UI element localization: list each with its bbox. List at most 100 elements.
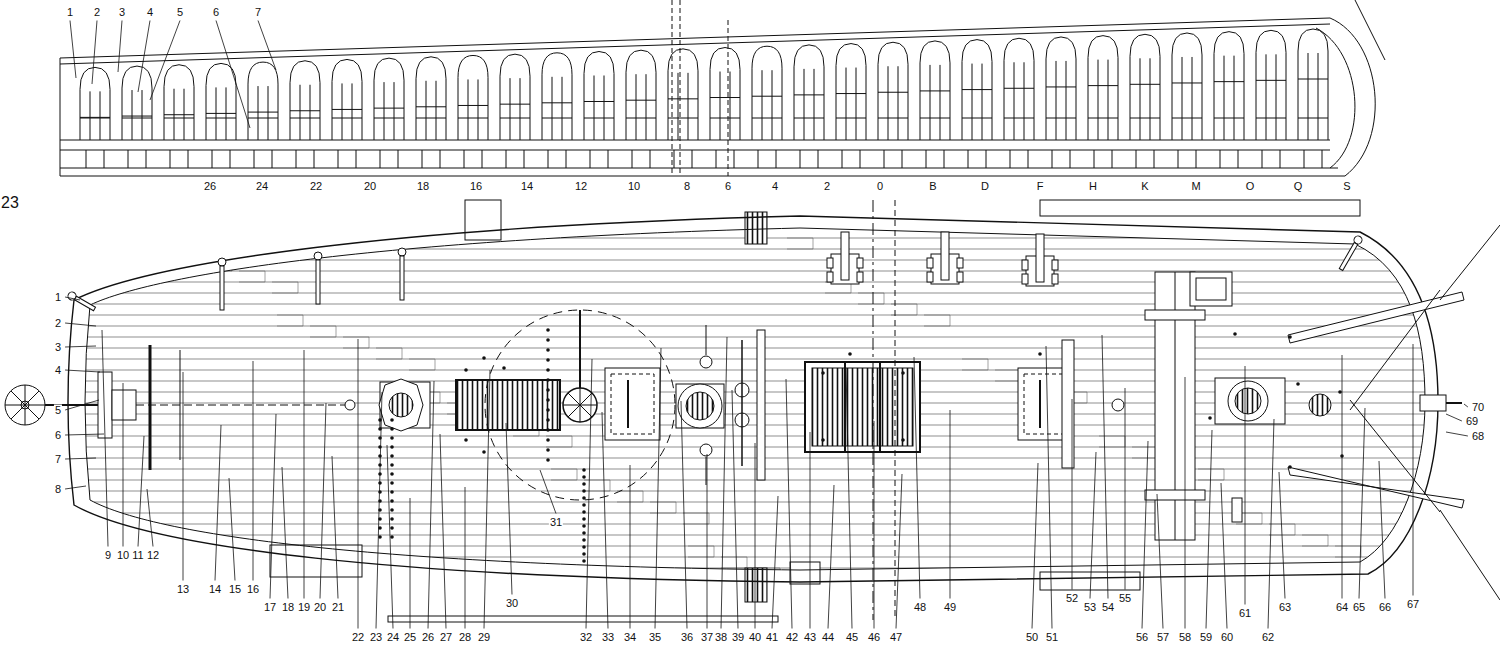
elevation-view-part xyxy=(80,29,1328,168)
bolt-dot xyxy=(390,517,394,521)
frame-timber-part xyxy=(926,65,944,168)
bolt-dot xyxy=(1288,465,1292,469)
deck-plan-part-part xyxy=(1339,242,1357,270)
bolt-dot xyxy=(582,552,586,556)
bolt-dot xyxy=(901,371,905,375)
frame-timber-part xyxy=(248,62,278,140)
leader-line xyxy=(138,436,144,547)
deck-plank xyxy=(60,260,1440,261)
deck-plan-part xyxy=(1288,467,1464,508)
elevation-view-part xyxy=(1355,0,1385,60)
callout-number: 25 xyxy=(403,632,417,643)
deck-plan-part-part xyxy=(957,258,963,268)
deck-plank xyxy=(60,348,1440,349)
deck-plan-part xyxy=(388,616,778,622)
leader-line xyxy=(1102,335,1108,599)
leader-line xyxy=(440,434,446,629)
leader-line xyxy=(216,21,250,129)
plank-butt xyxy=(277,315,303,326)
bolt-dot xyxy=(390,454,394,458)
frame-timber-part xyxy=(878,42,908,140)
plank-butt xyxy=(239,271,265,282)
callout-number: 40 xyxy=(748,632,762,643)
bolt-dot xyxy=(546,428,550,432)
leader-line xyxy=(1206,430,1212,629)
frame-timber-part xyxy=(836,44,866,140)
callout-number: 65 xyxy=(1352,602,1366,613)
frame-timber-part xyxy=(1052,61,1070,168)
deck-plan-part xyxy=(218,258,226,310)
callout-number: 7 xyxy=(254,7,262,18)
leader-line xyxy=(102,330,108,547)
frame-timber xyxy=(1088,36,1118,168)
frame-number: O xyxy=(1245,181,1256,192)
callout-number: 59 xyxy=(1199,632,1213,643)
leader-line xyxy=(1446,414,1462,421)
frame-timber-part xyxy=(794,45,824,140)
leader-line xyxy=(147,489,153,547)
deck-plan-part xyxy=(1309,394,1331,416)
leader-line xyxy=(65,346,96,347)
deck-plank xyxy=(60,425,1440,426)
leader-line xyxy=(65,297,80,300)
frame-timber-part xyxy=(710,98,740,118)
callout-number: 60 xyxy=(1220,632,1234,643)
frame-timber-part xyxy=(206,113,236,118)
frame-timber-part xyxy=(710,48,740,140)
leader-line xyxy=(253,361,254,581)
frame-timber-part xyxy=(1046,37,1076,140)
deck-plan-part xyxy=(389,393,413,417)
frame-timber-part xyxy=(374,58,404,140)
callout-number: 12 xyxy=(146,550,160,561)
deck-plan-part xyxy=(605,368,660,440)
leader-line xyxy=(540,470,556,514)
deck-plan-part xyxy=(686,392,714,420)
frame-timber-part xyxy=(296,85,314,168)
leader-line xyxy=(92,21,97,85)
deck-plan-part xyxy=(5,385,45,425)
frame-number: 2 xyxy=(823,181,831,192)
deck-plan-part xyxy=(895,200,896,620)
figure-number: 23 xyxy=(0,195,20,211)
deck-plan-part xyxy=(1040,200,1360,216)
leader-line xyxy=(755,443,756,629)
frame-timber-part xyxy=(128,90,146,168)
callout-number: 33 xyxy=(601,632,615,643)
leader-line xyxy=(602,412,608,629)
callout-number: 41 xyxy=(765,632,779,643)
callout-number: 6 xyxy=(212,7,220,18)
frame-number: Q xyxy=(1293,181,1304,192)
leader-line xyxy=(810,432,811,629)
callout-number: 62 xyxy=(1261,632,1275,643)
callout-number: 53 xyxy=(1083,602,1097,613)
leader-line xyxy=(1090,452,1096,599)
frame-timber xyxy=(668,49,698,168)
frame-timber-part xyxy=(422,81,440,168)
bolt-dot xyxy=(390,445,394,449)
frame-timber-part xyxy=(920,41,950,140)
plank-butt xyxy=(272,282,298,293)
frame-timber-part xyxy=(170,89,188,168)
leader-line xyxy=(896,474,902,629)
plank-butt xyxy=(140,238,166,249)
deck-plan-part xyxy=(706,457,707,485)
callout-number: 42 xyxy=(785,632,799,643)
deck-plan-part xyxy=(68,216,1438,582)
callout-number: 11 xyxy=(131,550,144,561)
callout-number: 14 xyxy=(208,584,222,595)
deck-plank xyxy=(60,326,1440,327)
leader-line xyxy=(387,445,393,629)
frame-timber xyxy=(206,63,236,168)
deck-plank xyxy=(60,337,1440,338)
bolt-dot xyxy=(1208,416,1212,420)
frame-timber-part xyxy=(920,91,950,118)
callout-number: 17 xyxy=(263,602,277,613)
frame-timber-part xyxy=(86,91,104,168)
frame-timber xyxy=(80,67,110,168)
leader-line xyxy=(332,456,338,599)
frame-timber-part xyxy=(80,67,110,140)
leader-line xyxy=(1221,483,1227,629)
callout-number: 64 xyxy=(1335,602,1349,613)
callout-number: 18 xyxy=(281,602,295,613)
callout-number: 49 xyxy=(943,602,957,613)
